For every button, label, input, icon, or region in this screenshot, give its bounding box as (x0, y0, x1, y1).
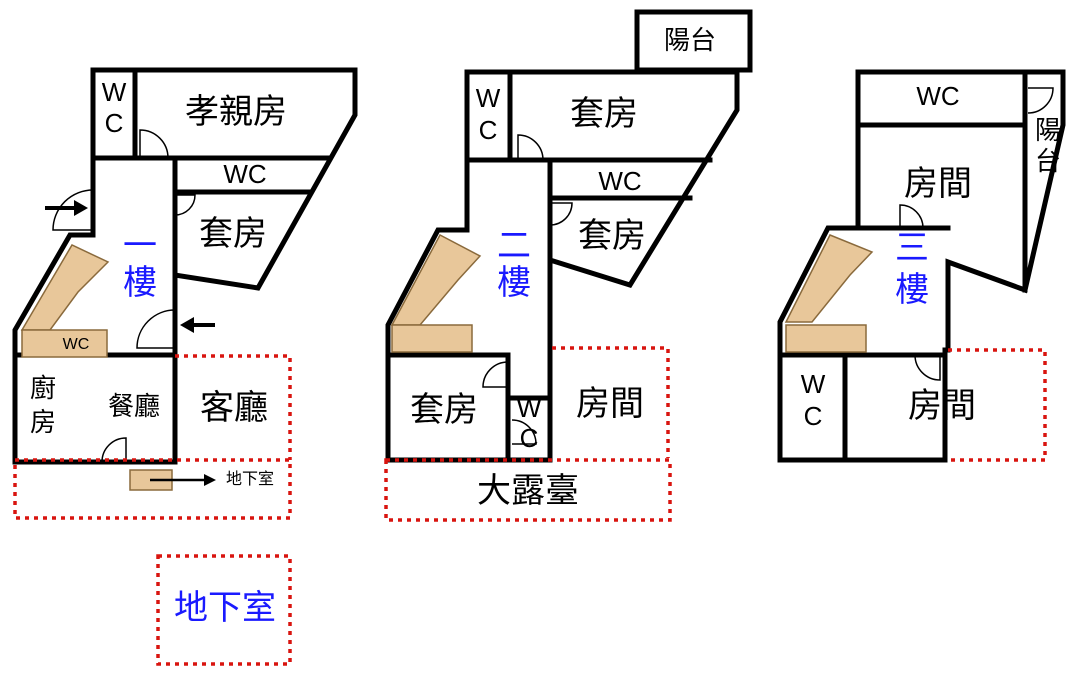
door-icon (136, 309, 176, 349)
floor3-wc-bottom-label-c: C (804, 401, 823, 431)
door-icon (1027, 87, 1054, 114)
floor1-basement-arrow-label: 地下室 (226, 470, 274, 488)
floor1-suite-label: 套房 (199, 215, 267, 253)
floor1-wc-top-label-w: W (102, 77, 127, 107)
floor3-stair (784, 234, 874, 323)
floor1-stair (20, 244, 110, 331)
floor2-wc-mid-label: WC (598, 166, 641, 196)
floor3-room-dashed (948, 348, 1047, 462)
floor2-suite-top-label: 套房 (570, 95, 638, 133)
entry-arrow-icon (180, 317, 215, 333)
floor2-wc-top-label-c: C (479, 115, 498, 145)
floor1-kitchen-label-2: 房 (30, 407, 56, 437)
door-icon (517, 134, 544, 161)
floor-3: WC 陽 台 房間 三 樓 W C 房間 (777, 69, 1066, 463)
floor3-wc-top-label: WC (916, 81, 959, 111)
door-icon (511, 419, 537, 445)
floor1-parent-room-label: 孝親房 (185, 93, 287, 131)
floor1-yard-dashed (13, 458, 292, 520)
floor3-room-top-label: 房間 (904, 165, 972, 203)
door-icon (52, 189, 94, 231)
entry-arrow-icon (45, 200, 88, 216)
door-icon (101, 437, 127, 463)
basement-arrow-icon (150, 474, 216, 486)
floor1-title-1: 一 (123, 227, 157, 265)
floor2-title-1: 二 (497, 227, 531, 265)
door-icon (174, 194, 196, 216)
floor2-wc-bottom-label-w: W (517, 393, 542, 423)
basement-title: 地下室 (174, 589, 276, 627)
floor2-terrace-label: 大露臺 (477, 472, 579, 510)
floor3-outer-wall (777, 69, 1066, 463)
floor2-suite-mid-label: 套房 (578, 217, 646, 255)
floor1-kitchen-label-1: 廚 (30, 373, 56, 403)
door-icon (549, 202, 573, 226)
floor-2: 陽台 W C 套房 WC 套房 二 樓 套房 W C 房間 大露臺 (384, 9, 753, 522)
door-icon (139, 129, 169, 159)
floor3-stair-landing (785, 324, 867, 353)
floor1-living-label: 客廳 (200, 389, 268, 427)
floor1-stair-landing (21, 329, 108, 358)
floor3-wc-bottom-label-w: W (801, 369, 826, 399)
floor2-title-2: 樓 (497, 264, 531, 302)
floor1-living-dashed (175, 354, 292, 460)
door-icon (482, 361, 509, 388)
floor3-balcony-label-2: 台 (1035, 146, 1061, 176)
floor2-suite-bottom-label: 套房 (410, 391, 478, 429)
floor2-balcony-label: 陽台 (664, 25, 716, 55)
floor1-wc-mid-label: WC (223, 159, 266, 189)
floor2-terrace-dashed (384, 458, 672, 522)
floor1-title-2: 樓 (123, 264, 157, 302)
floor2-wc-bottom-label-c: C (520, 423, 539, 453)
floor3-balcony-label-1: 陽 (1035, 115, 1061, 145)
floor2-room-dashed (552, 346, 670, 458)
floor1-wc-top-label-c: C (105, 108, 124, 138)
door-icon (914, 354, 941, 381)
floor-1: W C 孝親房 WC 套房 一 樓 WC 廚 房 餐廳 客廳 地下室 (12, 67, 358, 520)
floor1-outer-wall (12, 67, 358, 465)
floor1-dining-label: 餐廳 (108, 391, 160, 421)
floor2-wc-top-label-w: W (476, 83, 501, 113)
basement: 地下室 (156, 554, 292, 666)
basement-dashed (156, 554, 292, 666)
floor3-title-2: 樓 (895, 271, 929, 309)
floor2-room-label: 房間 (576, 385, 644, 423)
floor1-wc-stair-label: WC (63, 336, 90, 353)
floor3-room-bottom-label: 房間 (908, 387, 976, 425)
floor2-stair (390, 233, 482, 326)
floor3-title-1: 三 (895, 229, 929, 267)
door-icon (899, 204, 924, 229)
floor2-stair-landing (391, 324, 473, 353)
